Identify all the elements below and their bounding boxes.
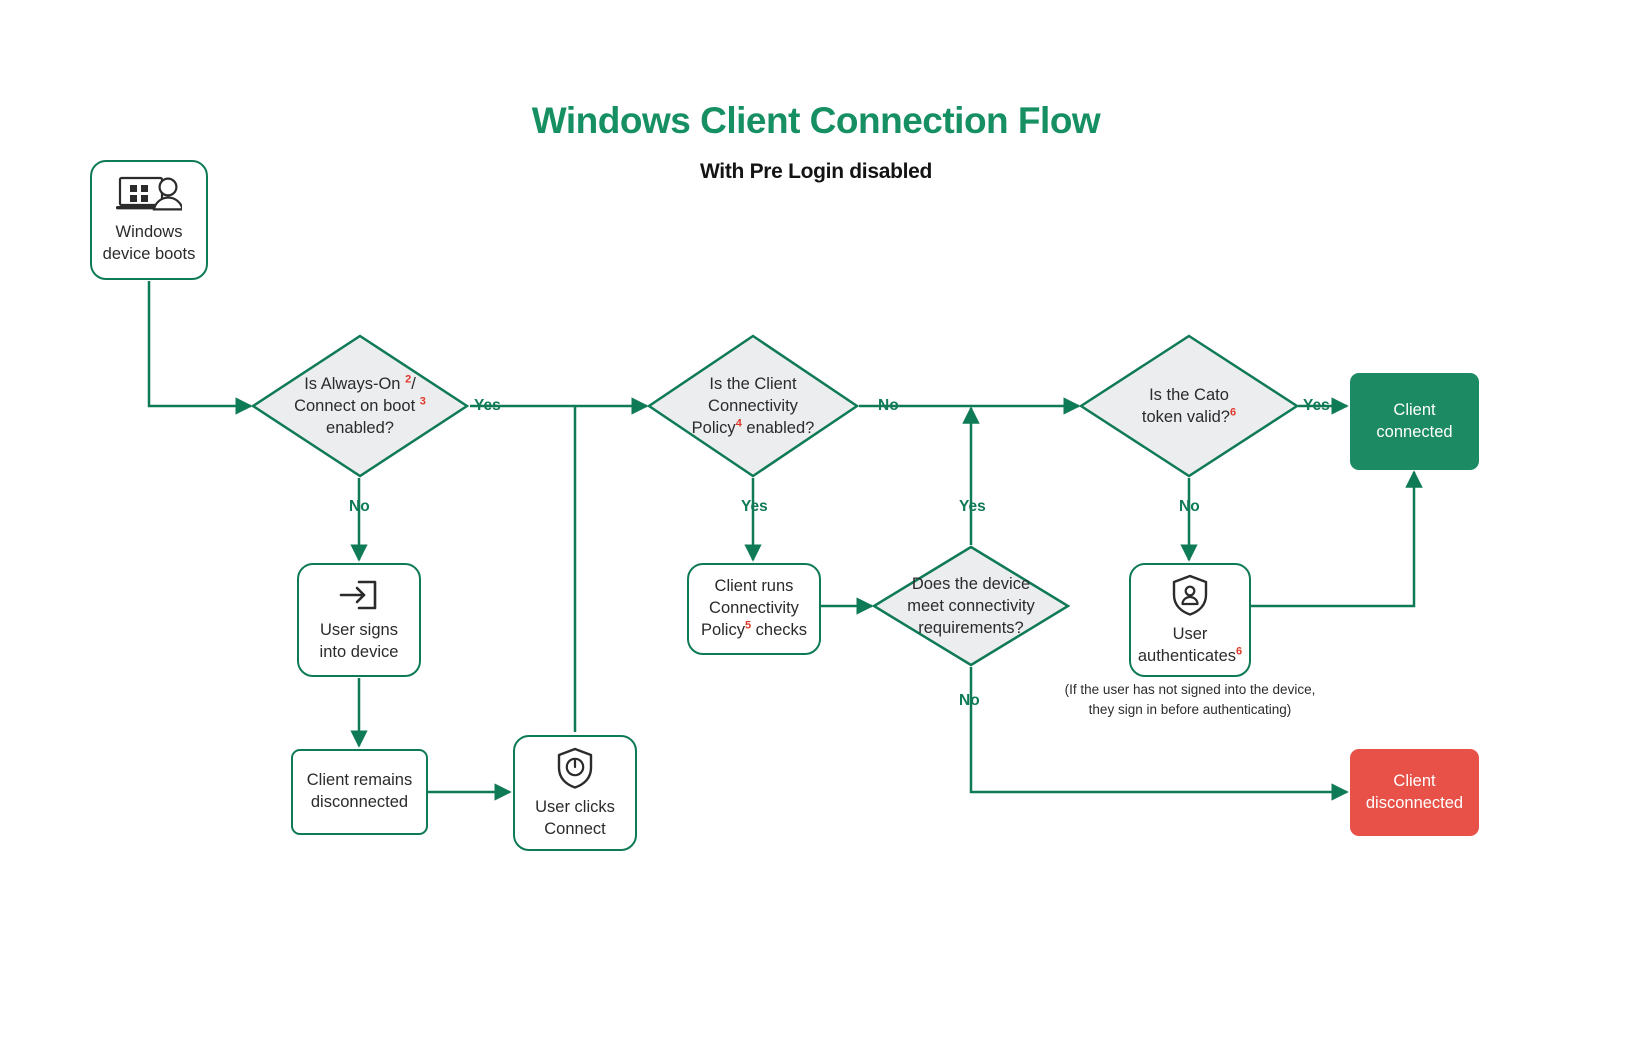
- node-user-signs-into-device[interactable]: User signs into device: [297, 563, 421, 677]
- user-authenticates-note: (If the user has not signed into the dev…: [1010, 680, 1370, 719]
- shield-person-icon: [1169, 573, 1211, 617]
- authenticates-line1: User: [1172, 624, 1208, 643]
- node-client-disconnected[interactable]: Client disconnected: [1350, 749, 1479, 836]
- disconnected-line2: disconnected: [1365, 793, 1464, 812]
- edge-label-ccp-no: No: [878, 397, 899, 414]
- footnote-ref-5: 5: [744, 619, 752, 632]
- node-user-clicks-connect[interactable]: User clicks Connect: [513, 735, 637, 851]
- requirements-line1: Does the device: [911, 574, 1031, 593]
- alwayson-line3: enabled?: [326, 419, 394, 438]
- checks-line2: Connectivity: [709, 599, 799, 618]
- remains-disconnected-line1: Client remains: [306, 771, 413, 790]
- clicks-connect-line1: User clicks: [535, 797, 615, 816]
- sign-in-icon: [337, 577, 381, 613]
- footnote-ref-4: 4: [735, 417, 742, 430]
- edge-authenticate-to-connected: [1251, 470, 1423, 608]
- node-does-device-meet-connectivity-requirements[interactable]: Does the device meet connectivity requir…: [871, 545, 1071, 667]
- alwayson-line1: Is Always-On: [304, 374, 406, 393]
- footnote-ref-6-auth: 6: [1236, 645, 1243, 657]
- edge-label-token-no: No: [1179, 498, 1200, 515]
- start-label-line1: Windows: [115, 222, 183, 241]
- checks-line1: Client runs: [714, 577, 794, 596]
- footnote-ref-2: 2: [405, 373, 412, 386]
- start-label-line2: device boots: [102, 244, 196, 263]
- page-title: Windows Client Connection Flow: [531, 100, 1101, 141]
- clicks-connect-line2: Connect: [544, 819, 606, 838]
- edge-label-alwayson-yes: Yes: [474, 397, 501, 414]
- checks-line3-b: checks: [751, 620, 808, 639]
- alwayson-line1-b: /: [411, 374, 416, 393]
- node-client-runs-connectivity-policy-checks[interactable]: Client runs Connectivity Policy5 checks: [687, 563, 821, 655]
- node-is-client-connectivity-policy-enabled[interactable]: Is the Client Connectivity Policy4 enabl…: [646, 334, 860, 478]
- token-line1: Is the Cato: [1149, 385, 1229, 404]
- remains-disconnected-line2: disconnected: [310, 793, 409, 811]
- laptop-user-icon: [116, 175, 184, 215]
- page-subtitle: With Pre Login disabled: [699, 160, 933, 183]
- authenticates-line2-a: authenticates: [1137, 646, 1237, 665]
- edge-label-ccp-yes: Yes: [741, 498, 768, 515]
- shield-power-icon: [554, 746, 596, 790]
- auth-note-line2: they sign in before authenticating): [1088, 701, 1292, 717]
- signin-label-line2: into device: [319, 642, 399, 661]
- connected-line2: connected: [1376, 422, 1453, 441]
- node-user-authenticates[interactable]: User authenticates6: [1129, 563, 1251, 677]
- edge-start-to-alwayson: [147, 281, 253, 415]
- checks-line3-a: Policy: [700, 620, 745, 639]
- ccp-line1: Is the Client: [709, 374, 797, 393]
- auth-note-line1: (If the user has not signed into the dev…: [1064, 682, 1316, 697]
- node-client-remains-disconnected[interactable]: Client remains disconnected: [291, 749, 428, 835]
- disconnected-line1: Client: [1393, 771, 1436, 790]
- alwayson-line2: Connect on boot: [294, 396, 420, 415]
- edge-label-token-yes: Yes: [1303, 397, 1330, 414]
- node-is-the-cato-token-valid[interactable]: Is the Cato token valid?6: [1078, 334, 1300, 478]
- token-line2-a: token valid?: [1141, 408, 1230, 426]
- node-client-connected[interactable]: Client connected: [1350, 373, 1479, 470]
- ccp-line3-b: enabled?: [741, 419, 815, 438]
- node-windows-device-boots[interactable]: Windows device boots: [90, 160, 208, 280]
- signin-label-line1: User signs: [320, 620, 398, 639]
- node-is-always-on-connect-on-boot-enabled[interactable]: Is Always-On 2/ Connect on boot 3 enable…: [250, 334, 470, 478]
- edge-label-requirements-no: No: [959, 692, 980, 709]
- footnote-ref-6-token: 6: [1229, 406, 1237, 419]
- edge-label-requirements-yes: Yes: [959, 498, 986, 515]
- ccp-line2: Connectivity: [708, 396, 798, 415]
- connected-line1: Client: [1393, 400, 1436, 419]
- ccp-line3-a: Policy: [691, 419, 736, 438]
- footnote-ref-3: 3: [419, 395, 426, 408]
- edge-label-alwayson-no: No: [349, 498, 370, 515]
- requirements-line3: requirements?: [918, 619, 1024, 638]
- requirements-line2: meet connectivity: [907, 596, 1035, 615]
